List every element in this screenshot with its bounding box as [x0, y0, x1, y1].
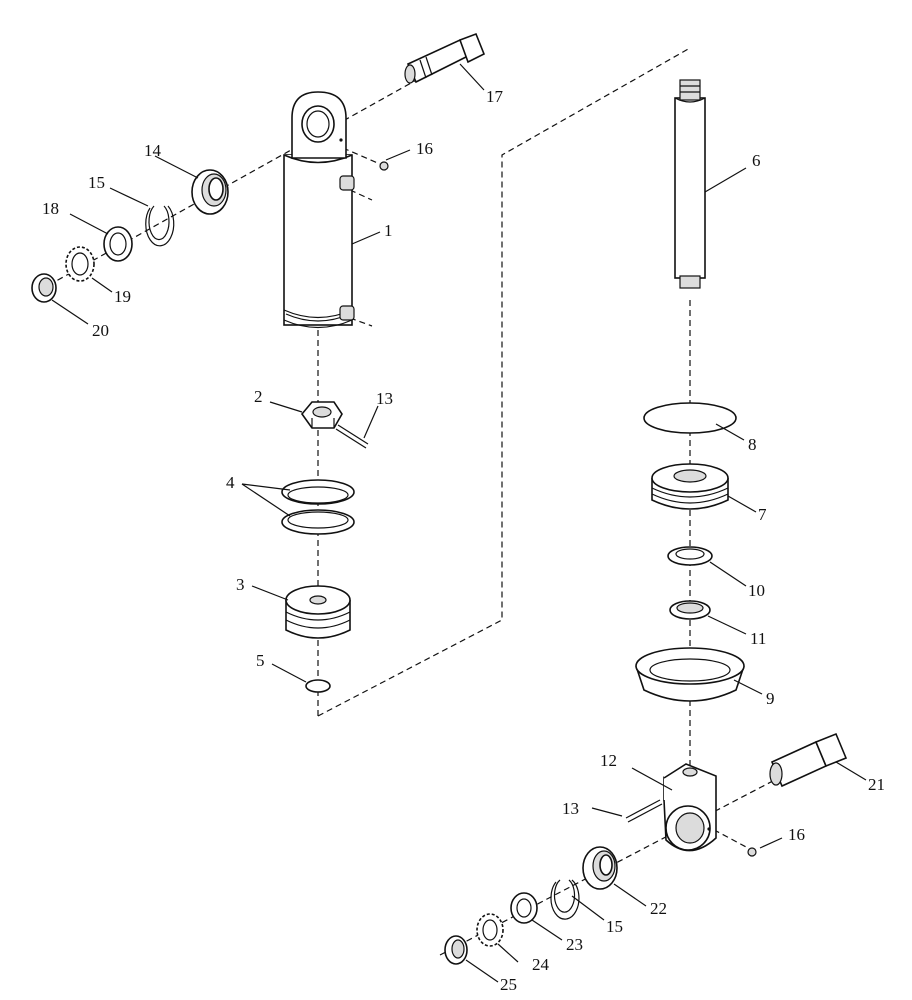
washer-part-23: [510, 892, 538, 924]
callout-16-lower: 16: [788, 825, 805, 844]
seal-rings-part-4: [281, 479, 355, 535]
rod-seal-part-11: [669, 600, 711, 620]
lock-nut-part-20: [31, 273, 57, 303]
callout-19: 19: [114, 287, 131, 306]
callout-21: 21: [868, 775, 885, 794]
callout-13-lower: 13: [562, 799, 579, 818]
callout-15-top: 15: [88, 173, 105, 192]
tooth-washer-part-24: [476, 913, 504, 947]
callout-11: 11: [750, 629, 766, 648]
washer-part-18: [103, 226, 133, 262]
callout-6: 6: [752, 151, 761, 170]
pin-part-21: [769, 732, 848, 788]
callout-labels: 17 16 14 1 15 18 19 20 2 13 4 3 5 6 8 7 …: [42, 87, 885, 994]
tooth-washer-part-19: [65, 246, 95, 282]
leader-lines: [51, 63, 867, 983]
cotter-pin-part-13-upper: [335, 424, 369, 449]
callout-20: 20: [92, 321, 109, 340]
hex-nut-part-2: [300, 401, 343, 429]
callout-9: 9: [766, 689, 775, 708]
callout-1: 1: [384, 221, 393, 240]
o-ring-part-8: [643, 402, 737, 434]
callout-2: 2: [254, 387, 263, 406]
callout-8: 8: [748, 435, 757, 454]
callout-16-top: 16: [416, 139, 433, 158]
lock-nut-part-25: [444, 935, 468, 965]
wiper-ring-part-10: [667, 546, 713, 566]
piston-part-3: [285, 585, 351, 639]
piston-rod-part-6: [674, 79, 706, 289]
callout-3: 3: [236, 575, 245, 594]
callout-7: 7: [758, 505, 767, 524]
bearing-part-22: [582, 846, 618, 890]
cap-part-9: [635, 647, 745, 702]
callout-14: 14: [144, 141, 162, 160]
callout-15-lower: 15: [606, 917, 623, 936]
o-ring-part-5: [305, 679, 331, 693]
callout-22: 22: [650, 899, 667, 918]
callout-23: 23: [566, 935, 583, 954]
cotter-pin-part-13-lower: [625, 799, 663, 823]
callout-17: 17: [486, 87, 504, 106]
callout-13-upper: 13: [376, 389, 393, 408]
callout-18: 18: [42, 199, 59, 218]
snap-ring-part-15-lower: [550, 879, 580, 920]
callout-5: 5: [256, 651, 265, 670]
pin-part-17: [404, 32, 486, 84]
callout-25: 25: [500, 975, 517, 994]
callout-4: 4: [226, 473, 235, 492]
grease-fitting-part-16-top: [379, 161, 389, 171]
bearing-part-14: [191, 169, 229, 215]
gland-part-7: [651, 463, 729, 510]
rod-eye-part-12: [663, 763, 717, 852]
grease-fitting-part-16-lower: [747, 847, 757, 857]
cylinder-barrel-part-1: [283, 91, 355, 329]
snap-ring-part-15-top: [145, 205, 175, 247]
callout-10: 10: [748, 581, 765, 600]
callout-24: 24: [532, 955, 550, 974]
callout-12: 12: [600, 751, 617, 770]
